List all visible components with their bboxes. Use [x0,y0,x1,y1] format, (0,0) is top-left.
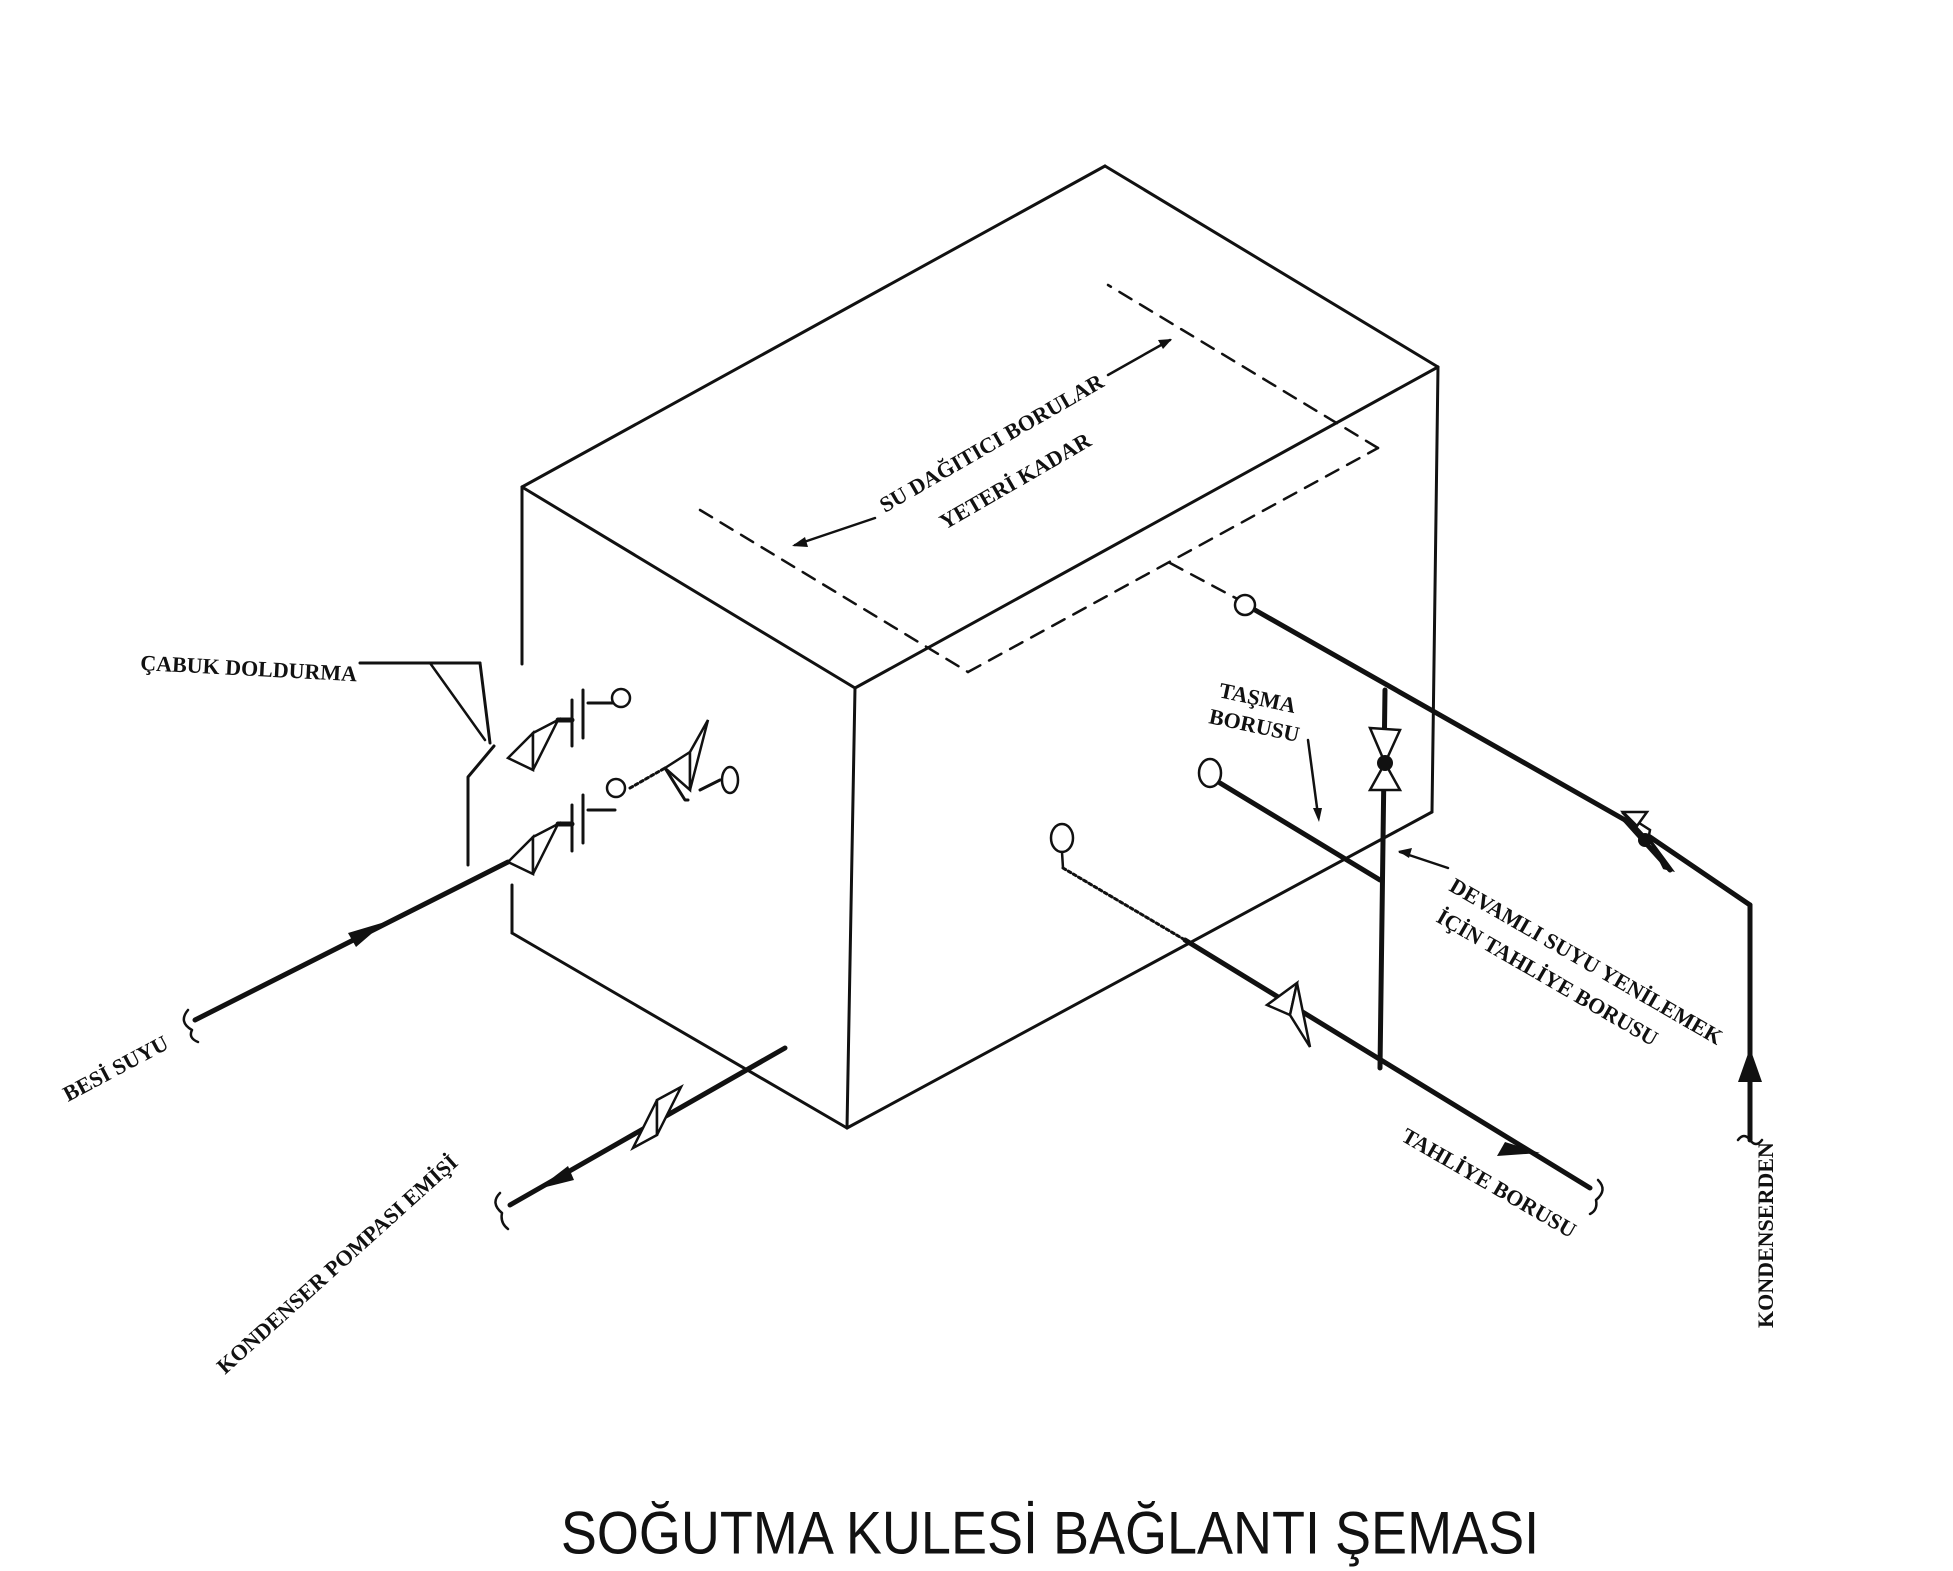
return-connection [1233,593,1257,617]
quick-fill-connection-upper [610,687,632,709]
quick-fill-leader-slope [428,661,487,742]
cooling-tower-box [510,164,1440,1130]
quick-fill-label: ÇABUK DOLDURMA [140,650,358,686]
pump-suction-label: KONDENSER POMPASI EMİŞİ [212,1149,463,1378]
float-valve-assembly [662,719,740,795]
from-condenser-label: KONDENSERDEN [1753,1142,1778,1328]
spray-distribution-pipes [698,283,1380,674]
condenser-return-valve [1619,810,1676,873]
spray-label-arrows [792,338,1172,547]
bleed-off-label-line1: DEVAMLI SUYU YENİLEMEK [1446,873,1727,1050]
quick-fill-piping [358,661,722,867]
drain-valve [1264,980,1312,1048]
makeup-water-label: BESİ SUYU [59,1030,173,1106]
diagram-title: SOĞUTMA KULESİ BAĞLANTI ŞEMASI [561,1500,1539,1568]
overflow-connection [1197,757,1223,789]
bleed-off-leader [1398,848,1450,870]
drain-pipe [1049,822,1604,1216]
makeup-water-pipe [182,859,511,1044]
quick-fill-connection-lower [605,777,627,799]
quick-fill-union-upper [555,687,632,748]
overflow-pipe [1197,738,1383,883]
condenser-return-pipe [1233,593,1764,1146]
drain-connection [1049,822,1075,854]
bleed-off-pipe [1367,687,1403,1071]
quick-fill-valve-upper [505,717,561,772]
pump-suction-valve [630,1084,684,1151]
quick-fill-union-lower [555,777,627,853]
quick-fill-valve-lower [505,821,561,876]
drain-label: TAHLİYE BORUSU [1398,1123,1581,1243]
